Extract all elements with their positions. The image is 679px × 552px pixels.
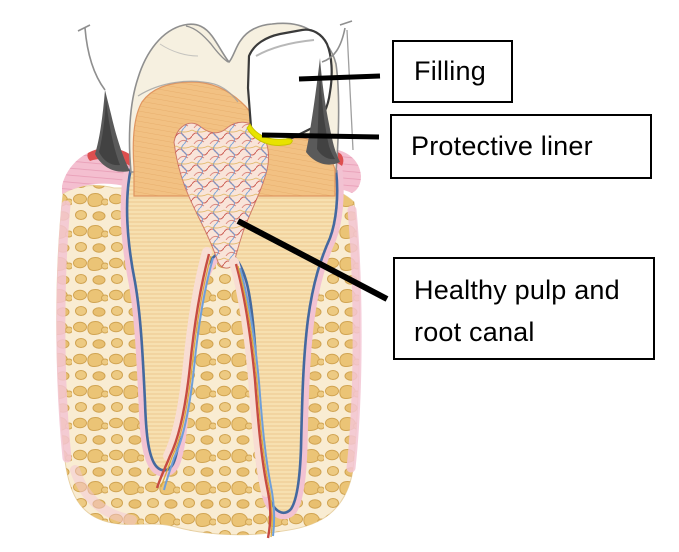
bone-pink-edge-right <box>346 205 362 473</box>
restoration <box>246 28 333 146</box>
cusp-shading-line <box>159 43 199 57</box>
bone-pink-edge-left <box>56 200 72 463</box>
bone-pink-edge-bottom <box>70 465 137 525</box>
vessel-right-red <box>234 263 272 539</box>
callout-label-protective-liner: Protective liner <box>411 131 593 161</box>
enamel-inner-shading <box>137 80 239 103</box>
root-canal-left <box>163 247 212 461</box>
filling-top-shading <box>255 39 315 57</box>
occlusal-groove-line <box>185 25 229 63</box>
pdl-blue-line <box>125 167 339 514</box>
callout-box-filling: Filling <box>392 40 513 103</box>
pulp-system <box>155 121 276 539</box>
callout-box-protective-liner: Protective liner <box>390 114 652 179</box>
callout-box-healthy-pulp: Healthy pulp and root canal <box>393 257 655 360</box>
leader-lines <box>236 73 389 302</box>
adjacent-tooth-line-right <box>321 20 353 63</box>
adjacent-tooth-edge-right <box>346 29 354 151</box>
interdental-shadow-left-core <box>99 100 120 166</box>
vessel-right-yellow <box>237 265 273 538</box>
callout-label-healthy-pulp: Healthy pulp and root canal <box>414 275 620 347</box>
pulp-vessel-texture <box>174 122 269 269</box>
callout-label-filling: Filling <box>414 56 486 86</box>
root-canal-right <box>229 257 271 497</box>
leader-line-protective-liner <box>261 132 380 140</box>
leader-line-healthy-pulp <box>236 218 389 302</box>
adjacent-tooth-line-left <box>77 24 106 91</box>
vessel-left-red <box>155 253 211 489</box>
vessel-left-blue <box>163 257 214 491</box>
vessel-left-yellow <box>160 255 212 488</box>
leader-line-filling <box>298 73 381 82</box>
vessel-right-blue <box>239 267 276 537</box>
